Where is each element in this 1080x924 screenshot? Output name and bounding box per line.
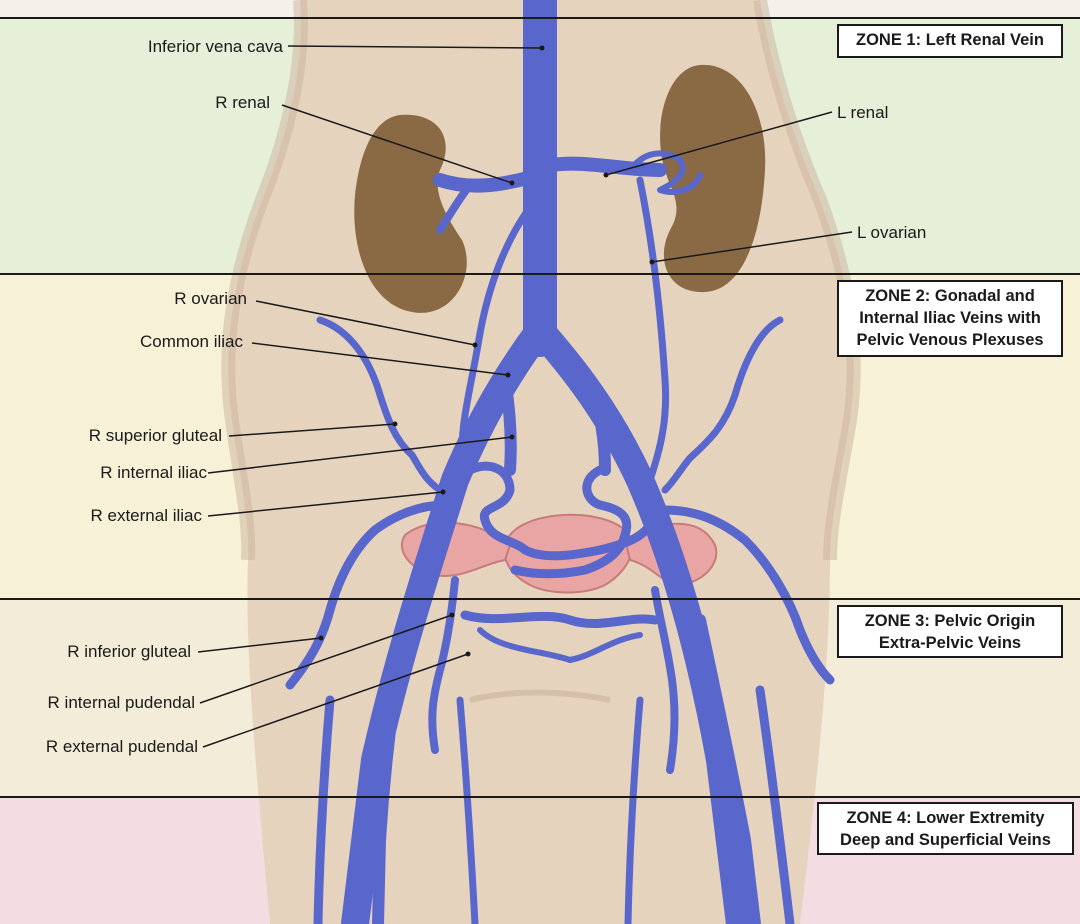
zone-2-line-2: Internal Iliac Veins with: [859, 309, 1041, 327]
zone-4-line-1: ZONE 4: Lower Extremity: [846, 809, 1045, 827]
anatomical-labels: Inferior vena cava R renal L renal L ova…: [46, 37, 926, 756]
torso-shading: [221, 0, 308, 561]
label-r-renal: R renal: [215, 93, 270, 112]
dot-common-iliac: [505, 372, 511, 378]
zone-2-line-1: ZONE 2: Gonadal and: [865, 287, 1035, 305]
leader-r-inferior-gluteal: [197, 637, 322, 653]
zone-3-box: ZONE 3: Pelvic Origin Extra-Pelvic Veins: [837, 605, 1063, 658]
left-renal-vein: [545, 156, 667, 177]
label-r-internal-iliac: R internal iliac: [100, 463, 207, 482]
label-r-inferior-gluteal: R inferior gluteal: [67, 642, 191, 661]
right-great-saphenous: [372, 594, 416, 924]
dot-r-external-iliac: [440, 489, 446, 495]
left-renal-plexus: [627, 150, 703, 195]
zone-dividers: [0, 17, 1080, 798]
inner-thigh-shadow: [469, 689, 611, 703]
zone-3-line-2: Extra-Pelvic Veins: [878, 634, 1022, 652]
left-internal-pudendal: [651, 586, 679, 774]
leader-r-superior-gluteal: [228, 423, 396, 437]
right-superior-gluteal: [316, 316, 444, 494]
perineal-veins: [477, 627, 643, 663]
left-internal-iliac: [584, 374, 611, 476]
leader-l-renal: [605, 111, 833, 176]
dot-l-ovarian: [649, 259, 655, 265]
zone-4-box: ZONE 4: Lower Extremity Deep and Superfi…: [817, 802, 1074, 855]
right-pelvic-plexus: [465, 461, 655, 561]
label-inferior-vena-cava: Inferior vena cava: [148, 37, 284, 56]
left-lateral-pelvic-veins: [660, 505, 835, 685]
leader-r-internal-pudendal: [199, 614, 453, 704]
dot-r-internal-pudendal: [449, 612, 455, 618]
leader-lines: [197, 45, 853, 748]
right-thigh-vein: [313, 695, 335, 924]
leader-common-iliac: [251, 342, 509, 376]
right-lateral-pelvic-veins: [285, 500, 450, 690]
zone-4-line-2: Deep and Superficial Veins: [840, 831, 1051, 849]
medial-thigh-vein-right: [456, 696, 479, 924]
dot-r-ovarian: [472, 342, 478, 348]
zone-3-line-1: ZONE 3: Pelvic Origin: [864, 612, 1036, 630]
left-great-saphenous: [694, 614, 761, 924]
right-renal-branch: [436, 181, 474, 234]
leader-dots: [318, 45, 655, 657]
left-thigh-vein: [755, 685, 795, 924]
label-r-superior-gluteal: R superior gluteal: [89, 426, 222, 445]
leader-r-renal: [281, 104, 513, 184]
label-common-iliac: Common iliac: [140, 332, 243, 351]
right-kidney: [354, 114, 467, 313]
left-kidney: [660, 64, 766, 293]
dot-r-renal: [509, 180, 515, 186]
leader-r-internal-iliac: [207, 436, 513, 474]
label-r-ovarian: R ovarian: [174, 289, 247, 308]
medial-thigh-vein-left: [624, 696, 644, 924]
left-ovarian-vein: [636, 176, 670, 484]
right-ovarian-vein: [458, 206, 532, 454]
external-pudendal-arcade: [460, 610, 660, 628]
right-internal-pudendal: [428, 576, 459, 754]
dot-r-external-pudendal: [465, 651, 471, 657]
dot-r-inferior-gluteal: [318, 635, 324, 641]
right-renal-vein: [433, 171, 535, 193]
label-l-renal: L renal: [837, 103, 888, 122]
dot-inferior-vena-cava: [539, 45, 545, 51]
left-pelvic-plexus: [510, 465, 632, 579]
zone-2-box: ZONE 2: Gonadal and Internal Iliac Veins…: [837, 280, 1063, 357]
dot-r-superior-gluteal: [392, 421, 398, 427]
dot-r-internal-iliac: [509, 434, 515, 440]
dot-l-renal: [603, 172, 609, 178]
label-r-external-iliac: R external iliac: [91, 506, 203, 525]
ivc-bifurcation-left: [526, 316, 754, 924]
leader-r-ovarian: [255, 300, 476, 346]
leader-inferior-vena-cava: [287, 45, 543, 49]
label-r-external-pudendal: R external pudendal: [46, 737, 198, 756]
vein-network: [285, 0, 835, 924]
zone-1-box: ZONE 1: Left Renal Vein: [837, 24, 1063, 58]
leader-r-external-iliac: [207, 491, 444, 517]
left-superior-gluteal: [661, 316, 784, 494]
label-l-ovarian: L ovarian: [857, 223, 926, 242]
zone-1-title: ZONE 1: Left Renal Vein: [856, 31, 1044, 49]
label-r-internal-pudendal: R internal pudendal: [48, 693, 195, 712]
right-internal-iliac: [499, 374, 517, 476]
leader-l-ovarian: [651, 231, 853, 263]
zone-2-line-3: Pelvic Venous Plexuses: [856, 331, 1044, 349]
leader-r-external-pudendal: [202, 653, 469, 748]
